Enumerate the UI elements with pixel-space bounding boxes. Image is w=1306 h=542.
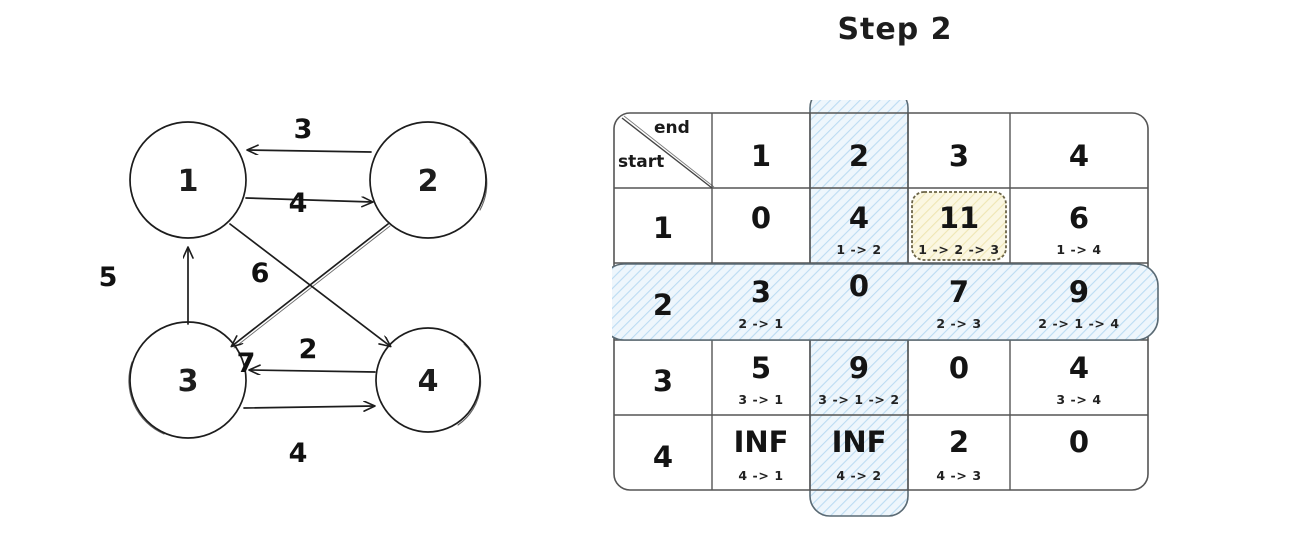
graph-diagram: 1 2 3 4 3 4 5 6 7 2 4 <box>60 90 540 510</box>
edge-weight-5: 5 <box>99 262 118 293</box>
distance-matrix-table: end start 1 2 3 4 1 2 3 4 0 4 1 -> 2 11 … <box>612 100 1172 530</box>
page-title: Step 2 <box>837 12 953 47</box>
graph-edge-2-3 <box>232 223 389 346</box>
edge-weight-3: 3 <box>294 114 313 145</box>
edge-weight-4-bottom: 4 <box>289 438 308 469</box>
edge-weight-6: 6 <box>251 258 270 289</box>
graph-node-2 <box>369 121 487 239</box>
edge-weight-2: 2 <box>299 334 318 365</box>
row-highlight-2 <box>612 263 1159 341</box>
graph-node-label-2: 2 <box>418 164 439 199</box>
corner-diagonal <box>621 115 715 189</box>
edge-weight-7: 7 <box>237 348 256 379</box>
graph-edge-2-1 <box>248 150 372 152</box>
graph-node-4 <box>375 327 481 433</box>
focus-cell-highlight <box>911 191 1007 261</box>
graph-node-label-3: 3 <box>178 364 199 399</box>
graph-node-label-4: 4 <box>418 364 439 399</box>
graph-node-label-1: 1 <box>178 164 199 199</box>
graph-edge-1-2 <box>245 198 372 202</box>
graph-edge-3-4 <box>243 406 374 408</box>
graph-edge-4-3 <box>250 370 376 372</box>
table-svg <box>612 100 1159 517</box>
edge-weight-4-top: 4 <box>289 188 308 219</box>
graph-svg: 1 2 3 4 3 4 5 6 7 2 4 <box>99 114 488 469</box>
